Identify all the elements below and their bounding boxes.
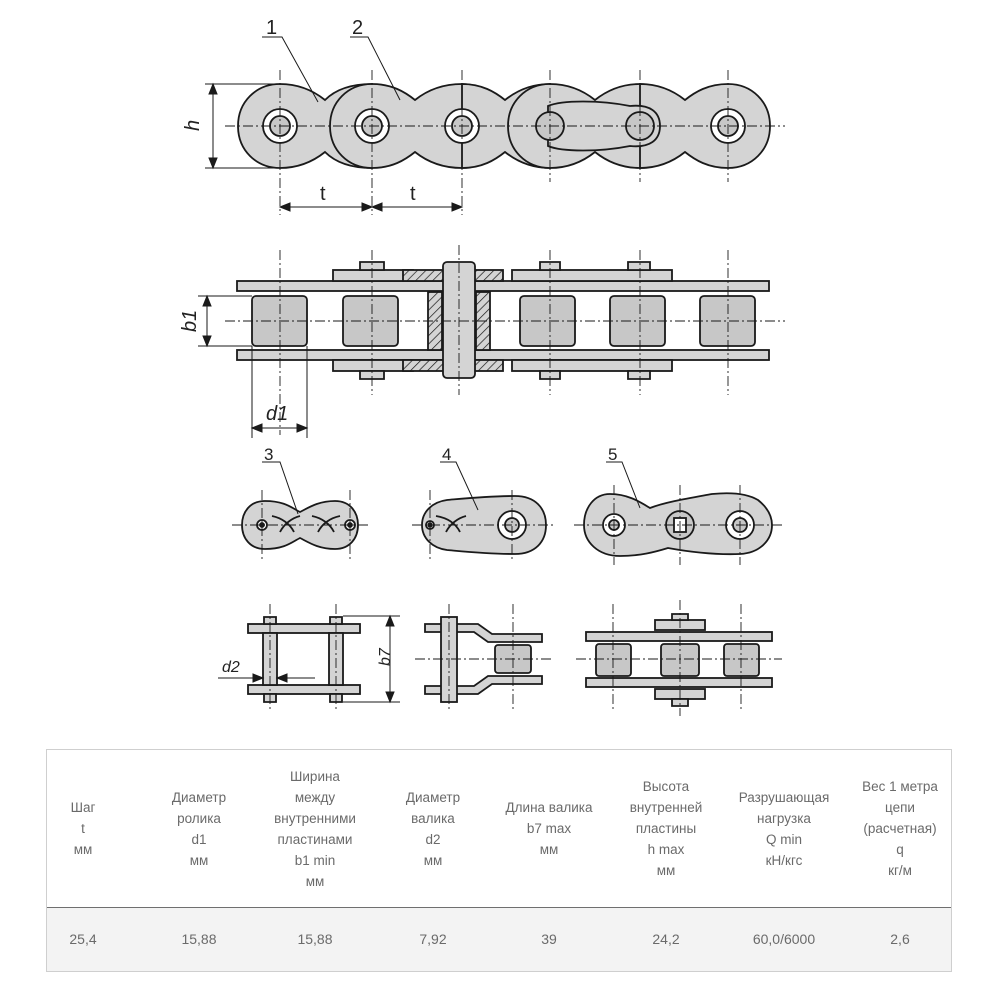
spec-table-row: 25,4 15,88 15,88 7,92 39 24,2 60,0/6000 …: [47, 908, 951, 971]
dimension-d2-label: d2: [222, 659, 240, 676]
chain-spec-table: Шаг t мм Диаметр ролика d1 мм Ширина меж…: [46, 749, 952, 972]
callout-3: 3: [264, 445, 273, 464]
chain-side-view: [205, 36, 785, 215]
dimension-b7-label: b7: [377, 647, 394, 666]
header-breaking-load: Разрушающая нагрузка Q min кН/кгс: [738, 789, 830, 868]
link-plates-row: [232, 461, 782, 565]
header-pitch: Шаг t мм: [70, 800, 96, 857]
link-sections-row: [218, 600, 782, 716]
header-roller-diameter: Диаметр ролика d1 мм: [171, 789, 227, 868]
cell-pin-diameter: 7,92: [419, 931, 447, 947]
dimension-t-label-2: t: [410, 183, 416, 205]
cell-plate-height: 24,2: [652, 931, 680, 947]
header-pin-diameter: Диаметр валика d2 мм: [405, 789, 461, 868]
header-plate-height: Высота внутренней пластины h max мм: [629, 779, 703, 878]
cell-weight-per-meter: 2,6: [890, 931, 910, 947]
chain-top-view: [198, 245, 785, 438]
dimension-h-label: h: [182, 120, 204, 131]
cell-pin-length: 39: [541, 931, 557, 947]
dimension-b1-label: b1: [179, 310, 201, 332]
cell-breaking-load: 60,0/6000: [752, 931, 816, 947]
callout-1: 1: [266, 17, 277, 39]
header-weight-per-meter: Вес 1 метра цепи (расчетная) q кг/м: [862, 779, 938, 878]
header-pin-length: Длина валика b7 max мм: [505, 800, 593, 857]
header-inner-width: Ширина между внутренними пластинами b1 m…: [274, 768, 356, 889]
cell-roller-diameter: 15,88: [181, 931, 217, 947]
dimension-d1-label: d1: [266, 403, 288, 425]
spec-table-header: Шаг t мм Диаметр ролика d1 мм Ширина меж…: [47, 750, 951, 908]
dimension-t-label-1: t: [320, 183, 326, 205]
callout-2: 2: [352, 17, 363, 39]
callout-4: 4: [442, 445, 451, 464]
cell-inner-width: 15,88: [297, 931, 333, 947]
chain-technical-drawing: 1 2 h t t: [179, 17, 785, 716]
callout-5: 5: [608, 445, 617, 464]
cell-pitch: 25,4: [69, 931, 97, 947]
